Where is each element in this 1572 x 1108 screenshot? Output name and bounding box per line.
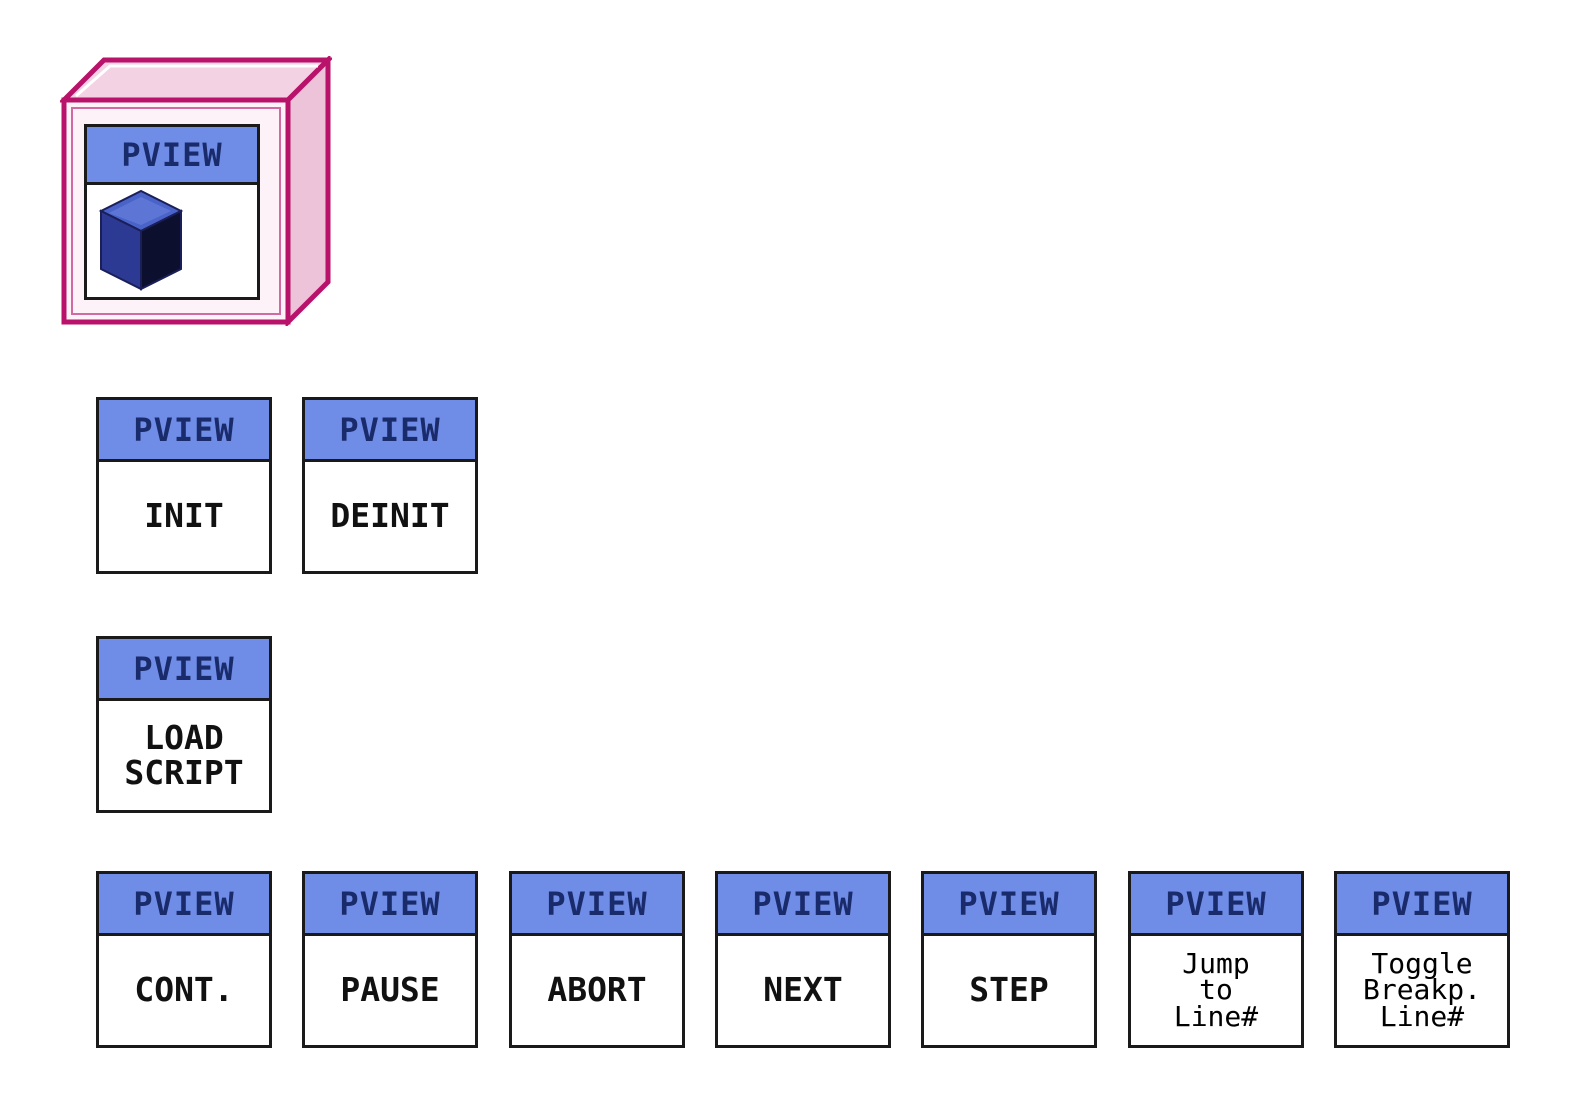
tile-header: PVIEW	[1131, 874, 1301, 936]
tile-label: CONT.	[134, 970, 234, 1010]
tile-header: PVIEW	[1337, 874, 1507, 936]
toggle-breakpoint-button[interactable]: PVIEW Toggle Breakp. Line#	[1334, 871, 1510, 1048]
tile-header: PVIEW	[512, 874, 682, 936]
tile-body	[87, 185, 257, 294]
tile-header: PVIEW	[99, 400, 269, 462]
tile-header: PVIEW	[87, 127, 257, 185]
pause-button[interactable]: PVIEW PAUSE	[302, 871, 478, 1048]
deinit-button[interactable]: PVIEW DEINIT	[302, 397, 478, 574]
pview-container-box[interactable]: PVIEW	[60, 56, 332, 326]
continue-button[interactable]: PVIEW CONT.	[96, 871, 272, 1048]
init-button[interactable]: PVIEW INIT	[96, 397, 272, 574]
tile-header: PVIEW	[99, 639, 269, 701]
blue-cube-icon	[98, 189, 184, 291]
tile-header: PVIEW	[305, 400, 475, 462]
container-pview-tile[interactable]: PVIEW	[84, 124, 260, 300]
next-button[interactable]: PVIEW NEXT	[715, 871, 891, 1048]
tile-label: LOAD SCRIPT	[124, 717, 244, 792]
tile-header: PVIEW	[924, 874, 1094, 936]
tile-header: PVIEW	[99, 874, 269, 936]
tile-label: DEINIT	[330, 496, 450, 536]
tile-header: PVIEW	[305, 874, 475, 936]
jump-to-line-button[interactable]: PVIEW Jump to Line#	[1128, 871, 1304, 1048]
tile-label: PAUSE	[340, 970, 440, 1010]
load-script-button[interactable]: PVIEW LOAD SCRIPT	[96, 636, 272, 813]
tile-label: Toggle Breakp. Line#	[1362, 946, 1481, 1033]
tile-label: NEXT	[763, 970, 843, 1010]
tile-header: PVIEW	[718, 874, 888, 936]
step-button[interactable]: PVIEW STEP	[921, 871, 1097, 1048]
tile-label: Jump to Line#	[1173, 946, 1259, 1033]
abort-button[interactable]: PVIEW ABORT	[509, 871, 685, 1048]
tile-label: INIT	[144, 496, 224, 536]
tile-label: ABORT	[547, 970, 647, 1010]
tile-label: STEP	[969, 970, 1049, 1010]
